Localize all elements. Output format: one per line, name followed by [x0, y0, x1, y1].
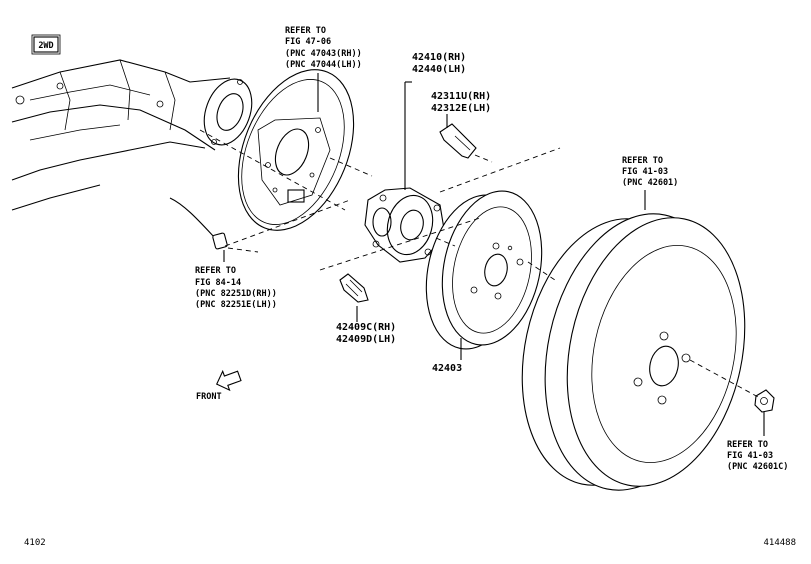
part-number-hub-lh: 42440(LH): [412, 64, 466, 75]
callout-backing-plate: REFER TO FIG 47-06 (PNC 47043(RH)) (PNC …: [285, 26, 362, 70]
callout-line: (PNC 47044(LH)): [285, 60, 362, 70]
callout-line: REFER TO: [285, 26, 326, 36]
part-number-hub-rh: 42410(RH): [412, 52, 466, 63]
callout-line: REFER TO: [727, 440, 768, 450]
callout-line: (PNC 82251E(LH)): [195, 300, 277, 310]
wheel-rim: [521, 213, 746, 491]
axle-beam: [11, 59, 253, 211]
callout-line: FIG 41-03: [727, 451, 773, 461]
callout-wheel: REFER TO FIG 41-03 (PNC 42601): [622, 156, 678, 188]
leader-lines: [223, 73, 765, 436]
hub-assembly: [364, 187, 446, 263]
footer-figure-number: 4102: [24, 538, 46, 548]
callout-line: (PNC 47043(RH)): [285, 49, 362, 59]
callout-line: FIG 41-03: [622, 167, 668, 177]
callout-line: REFER TO: [622, 156, 663, 166]
front-arrow-icon: [215, 369, 242, 392]
assembly-lines: [199, 129, 761, 399]
drive-badge: 2WD: [31, 34, 61, 55]
axle-bolt: [339, 273, 369, 303]
callout-line: (PNC 42601): [622, 178, 678, 188]
part-number-axle-bolt-rh: 42409C(RH): [336, 322, 396, 333]
part-number-drum: 42403: [432, 363, 462, 374]
part-number-hub-bolt-lh: 42312E(LH): [431, 103, 491, 114]
backing-plate: [237, 69, 355, 231]
callout-line: FIG 47-06: [285, 37, 331, 47]
wheel-nut: [754, 389, 775, 413]
speed-sensor: [169, 197, 228, 250]
callout-line: (PNC 42601C): [727, 462, 788, 472]
part-number-axle-bolt-lh: 42409D(LH): [336, 334, 396, 345]
footer-illustration-number: 414488: [763, 538, 796, 548]
hub-bolt: [439, 123, 477, 159]
drive-badge-text: 2WD: [38, 41, 53, 51]
callout-line: (PNC 82251D(RH)): [195, 289, 277, 299]
front-indicator: FRONT: [196, 369, 242, 402]
callout-line: REFER TO: [195, 266, 236, 276]
callout-line: FIG 84-14: [195, 278, 241, 288]
part-numbers: 42410(RH) 42440(LH) 42311U(RH) 42312E(LH…: [336, 52, 491, 374]
part-number-hub-bolt-rh: 42311U(RH): [431, 91, 491, 102]
callout-wheel-nut: REFER TO FIG 41-03 (PNC 42601C): [727, 440, 788, 472]
brake-drum: [425, 190, 543, 350]
callout-speed-sensor: REFER TO FIG 84-14 (PNC 82251D(RH)) (PNC…: [195, 266, 277, 310]
front-label: FRONT: [196, 392, 222, 402]
